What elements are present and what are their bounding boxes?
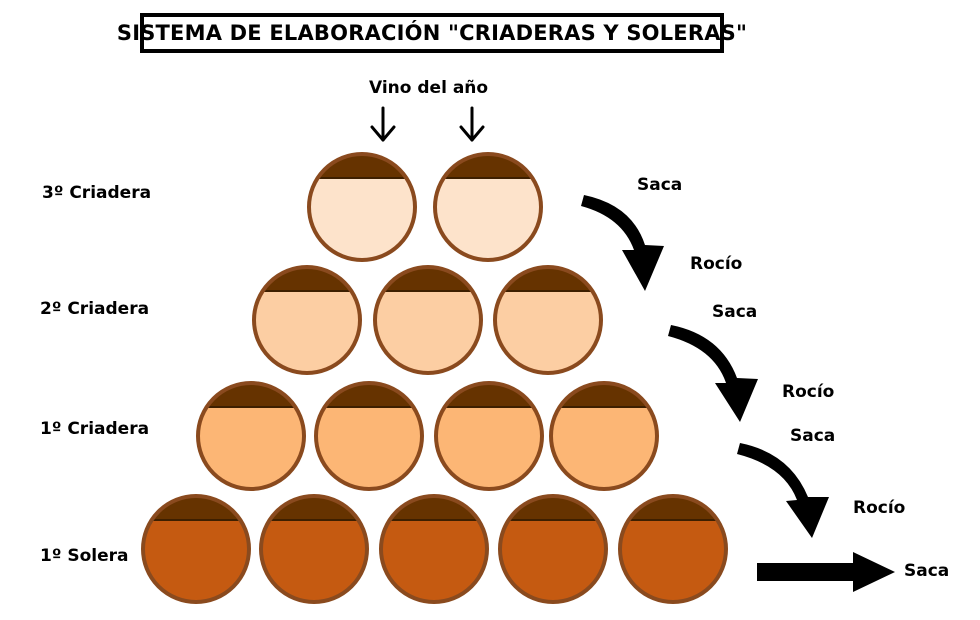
final-saca-arrow-icon — [757, 552, 895, 592]
barrel — [549, 381, 659, 491]
saca-label-2: Saca — [712, 302, 758, 322]
saca-label-final: Saca — [904, 561, 950, 581]
row-label-1-criadera: 1º Criadera — [40, 419, 150, 439]
barrel — [379, 494, 489, 604]
barrel — [141, 494, 251, 604]
barrel — [196, 381, 306, 491]
barrel-pyramid — [141, 152, 728, 604]
rocio-label-1: Rocío — [690, 254, 743, 274]
saca-label-3: Saca — [790, 426, 836, 446]
barrel — [314, 381, 424, 491]
barrel — [433, 152, 543, 262]
saca-rocio-arrow-icon — [581, 195, 664, 291]
barrel — [434, 381, 544, 491]
input-label: Vino del año — [369, 78, 489, 98]
row-label-2-criadera: 2º Criadera — [40, 299, 150, 319]
barrel — [373, 265, 483, 375]
saca-label-1: Saca — [637, 175, 683, 195]
diagram-title: SISTEMA DE ELABORACIÓN "CRIADERAS Y SOLE… — [117, 13, 747, 53]
input-arrow-right-icon — [459, 106, 485, 142]
barrel — [252, 265, 362, 375]
barrel — [493, 265, 603, 375]
barrel — [259, 494, 369, 604]
rocio-label-3: Rocío — [853, 498, 906, 518]
barrel — [498, 494, 608, 604]
saca-rocio-arrow-icon — [668, 325, 758, 422]
barrel — [307, 152, 417, 262]
barrel — [618, 494, 728, 604]
rocio-label-2: Rocío — [782, 382, 835, 402]
input-arrow-left-icon — [370, 106, 396, 142]
row-label-1-solera: 1º Solera — [40, 546, 129, 566]
row-label-3-criadera: 3º Criadera — [42, 183, 152, 203]
saca-rocio-arrow-icon — [737, 443, 829, 538]
